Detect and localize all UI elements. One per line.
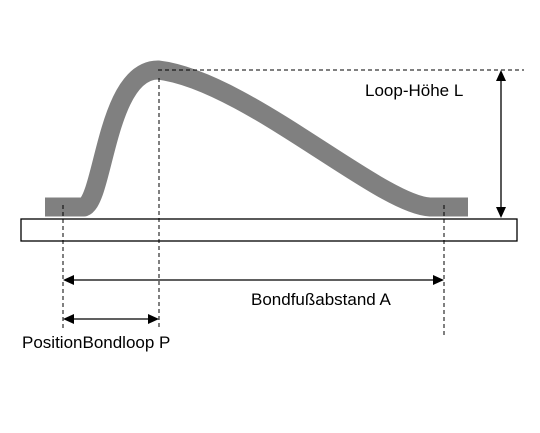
- loop-height-arrow: [496, 70, 506, 218]
- bond-foot-distance-label: Bondfußabstand A: [251, 290, 392, 309]
- position-bondloop-arrow: [63, 314, 159, 324]
- bond-foot-distance-arrow: [63, 275, 444, 285]
- bond-wire-loop: [45, 60, 468, 217]
- loop-height-label: Loop-Höhe L: [365, 81, 463, 100]
- dashed-guides: [62, 69, 524, 336]
- substrate-bar: [20, 218, 518, 242]
- position-bondloop-label: PositionBondloop P: [22, 333, 170, 352]
